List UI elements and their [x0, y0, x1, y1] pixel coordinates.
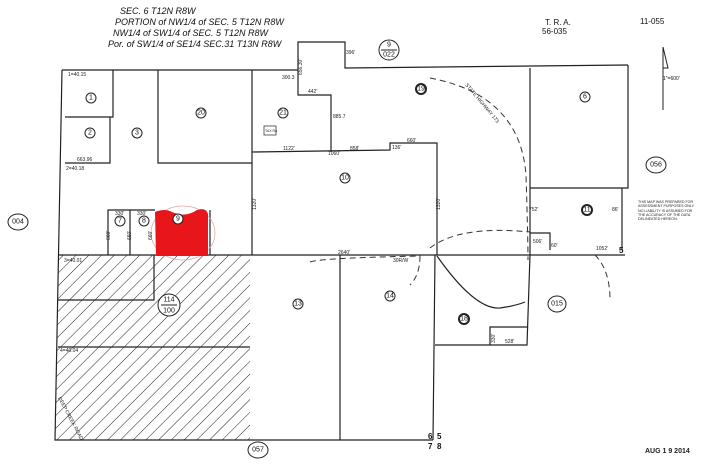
ref-top-sub[interactable]: 022 [383, 52, 395, 59]
dimension-label: 396' [346, 50, 355, 56]
dimension-label: 885.7 [333, 114, 346, 120]
parcel-6[interactable]: 6 [583, 94, 587, 101]
dimension-label: 3=40.01 [64, 258, 82, 264]
book-page: 11-055 [640, 17, 665, 26]
highway-centerline [309, 77, 611, 301]
dimension-label: 660' [148, 231, 154, 240]
dimension-label: 528' [505, 339, 514, 345]
dimension-label: 660' [407, 138, 416, 144]
dimension-label: 136' [392, 145, 401, 151]
tax-badge-label: TAX RA [265, 129, 278, 133]
parcel-2[interactable]: 2 [88, 130, 92, 137]
parcel-18[interactable]: 18 [460, 316, 468, 323]
ref-top[interactable]: 9 [387, 42, 391, 49]
dimension-label: 442' [308, 89, 317, 95]
parcel-boundaries [54, 41, 629, 441]
north-arrow-icon [662, 46, 669, 110]
corner-bl: 7 [428, 442, 433, 451]
parcel-19[interactable]: 19 [417, 86, 425, 93]
dimension-labels: 1=40.15 663.96 2=40.18 330' 330' 660' 66… [60, 50, 619, 354]
dimension-label: 2=40.18 [66, 166, 84, 172]
tra-label: T. R. A. [545, 18, 571, 27]
disclaimer: THIS MAP WAS PREPARED FOR ASSESSMENT PUR… [638, 200, 695, 222]
dimension-label: 663.96 [77, 157, 93, 163]
ref-left[interactable]: 004 [12, 219, 24, 226]
dimension-label: 752' [529, 207, 538, 213]
ref-center[interactable]: 114 [163, 297, 174, 304]
header-line-4: Por. of SW1/4 of SE1/4 SEC.31 T13N R8W [108, 39, 283, 49]
scale-label: 1"=600' [663, 76, 680, 82]
dimension-label: 1122' [283, 146, 295, 152]
parcel-13[interactable]: 13 [294, 301, 302, 308]
corner-tl: 6 [428, 432, 433, 441]
dimension-label: 1=40.15 [68, 72, 86, 78]
header-line-3: NW1/4 of SW1/4 of SEC. 5 T12N R8W [113, 28, 270, 38]
parcel-10[interactable]: 10 [341, 175, 349, 182]
parcel-11[interactable]: 11 [583, 207, 590, 214]
dimension-label: 30R/W [393, 258, 409, 264]
dimension-label: 330' [137, 211, 146, 217]
parcel-1[interactable]: 1 [89, 95, 93, 102]
highlighted-parcel[interactable] [155, 209, 208, 256]
dimension-label: 506' [533, 239, 542, 245]
tax-badge [263, 125, 277, 136]
dimension-label: 660' [106, 231, 112, 240]
header-line-1: SEC. 6 T12N R8W [120, 6, 197, 16]
dimension-label: 60' [551, 243, 558, 249]
parcel-7[interactable]: 7 [118, 218, 122, 225]
dimension-label: 1060' [328, 151, 340, 157]
parcel-14[interactable]: 14 [386, 293, 394, 300]
parcel-21[interactable]: 21 [279, 110, 287, 117]
highlight-outline [150, 205, 216, 261]
tra-value: 56-035 [542, 27, 567, 36]
dimension-label: 656.30' [298, 59, 304, 75]
date-stamp: AUG 1 9 2014 [645, 448, 690, 455]
dimension-label: 330' [115, 211, 124, 217]
dimension-label: 1320' [252, 198, 258, 210]
dimension-label: 300.3 [282, 75, 295, 81]
dimension-label: 1320' [436, 198, 442, 210]
header-line-2: PORTION of NW1/4 of SEC. 5 T12N R8W [115, 17, 285, 27]
parcel-labels: 1 2 3 6 7 8 9 10 11 13 14 18 19 20 21 [84, 83, 593, 325]
page-references: 9 022 004 056 015 057 114 100 [7, 39, 667, 459]
dimension-label: 330' [491, 334, 497, 343]
parcel-9[interactable]: 9 [176, 216, 180, 223]
parcel-8[interactable]: 8 [142, 218, 146, 225]
dimension-label: 1052' [596, 246, 608, 252]
ref-center-sub[interactable]: 100 [163, 308, 175, 315]
dimension-label: 660' [127, 231, 133, 240]
highway-label: STATE HIGHWAY 173 [463, 82, 500, 124]
parcel-20[interactable]: 20 [197, 110, 205, 117]
dimension-label: 2640' [338, 250, 350, 256]
ref-right-lower[interactable]: 015 [551, 301, 563, 308]
ref-right[interactable]: 056 [650, 162, 662, 169]
dimension-label: 858' [350, 146, 359, 152]
dimension-label: 4=40.04 [60, 348, 78, 354]
section-marker: 5 [619, 246, 624, 255]
dimension-label: 86' [612, 207, 619, 213]
corner-tr: 5 [437, 432, 442, 441]
ref-bottom[interactable]: 057 [252, 447, 264, 454]
corner-br: 8 [437, 442, 442, 451]
parcel-3[interactable]: 3 [135, 130, 139, 137]
